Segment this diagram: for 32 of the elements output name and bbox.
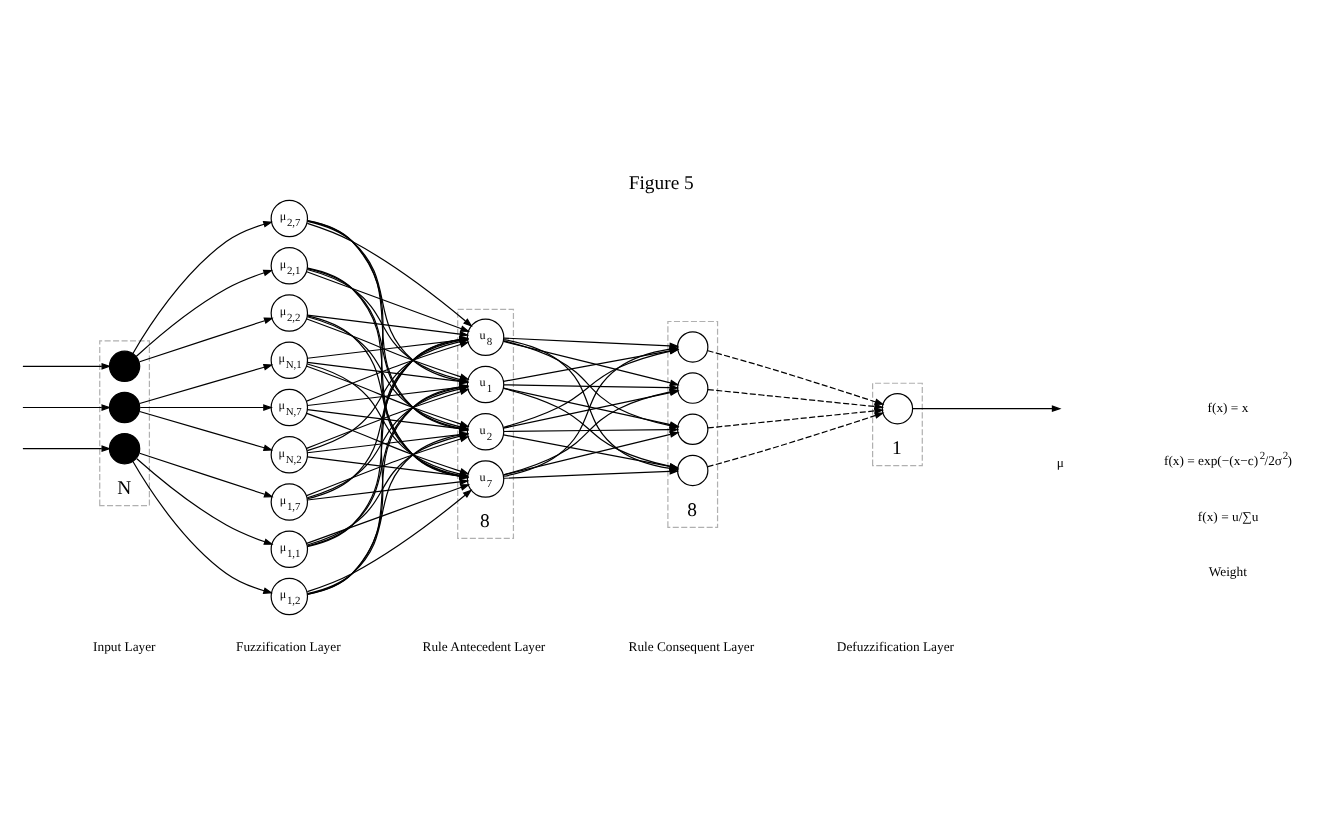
- arrow: [306, 271, 471, 332]
- arrow: [132, 460, 273, 594]
- arrow: [306, 484, 471, 544]
- arrow: [136, 458, 274, 545]
- diagram-title: Figure 5: [628, 173, 694, 196]
- node-circle: [108, 432, 141, 465]
- arrow: [135, 269, 273, 358]
- arrow: [912, 405, 1062, 413]
- node-circle: [108, 350, 141, 383]
- node-circle: [676, 413, 709, 446]
- arrow: [139, 410, 274, 451]
- node-circle: [676, 331, 709, 363]
- arrow: [306, 478, 470, 501]
- node-circle: [676, 454, 709, 487]
- arrow: [22, 404, 112, 411]
- arrow: [139, 404, 273, 411]
- arrow: [503, 337, 680, 350]
- arrow: [22, 445, 112, 453]
- arrow: [139, 317, 274, 363]
- arrow: [139, 364, 274, 405]
- node-circle: [676, 372, 709, 404]
- arrow: [306, 489, 473, 593]
- node-circle: [881, 392, 914, 425]
- arrow: [139, 452, 274, 498]
- arrow: [22, 362, 112, 370]
- node-circle: [108, 391, 141, 424]
- arrow: [306, 222, 473, 328]
- arrow: [707, 412, 885, 468]
- arrow: [306, 314, 470, 338]
- arrow: [707, 350, 885, 405]
- arrow: [707, 407, 885, 429]
- arrow: [132, 221, 273, 355]
